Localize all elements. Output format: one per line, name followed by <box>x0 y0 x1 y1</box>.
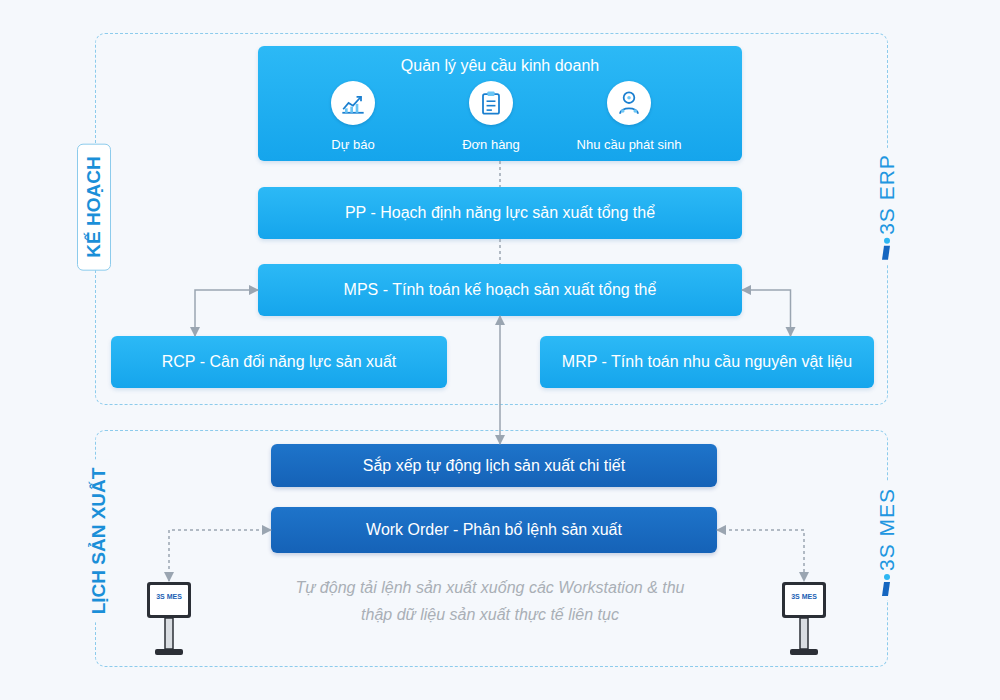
workstation-kiosk: 3S MES <box>146 581 192 657</box>
icon-label: Dự báo <box>303 137 403 152</box>
process-box: Work Order - Phân bổ lệnh sản xuất <box>271 507 717 553</box>
process-box: MRP - Tính toán nhu cầu nguyên vật liệu <box>540 336 874 388</box>
icon-circle <box>331 81 375 125</box>
process-box: RCP - Cân đối năng lực sản xuất <box>111 336 447 388</box>
system-logo: 3S ERP <box>873 148 901 264</box>
box-text: PP - Hoạch định năng lực sản xuất tổng t… <box>345 204 655 222</box>
screen-logo: 3S MES <box>781 593 827 600</box>
process-box: PP - Hoạch định năng lực sản xuất tổng t… <box>258 187 742 239</box>
business-request-box: Quản lý yêu cầu kinh doanh Dự báo Đơn hàng… <box>258 46 742 161</box>
icon-circle <box>469 81 513 125</box>
planning-group: KẾ HOẠCH3S ERPQuản lý yêu cầu kinh doanh… <box>95 33 888 405</box>
note-text: Tự động tải lệnh sản xuất xuống các Work… <box>285 574 695 628</box>
kiosk-symbol <box>781 581 827 657</box>
logo-text: 3S MES <box>875 488 899 571</box>
process-box: Sắp xếp tự động lịch sản xuất chi tiết <box>271 444 717 487</box>
logo-text: 3S ERP <box>875 154 899 235</box>
kiosk-symbol <box>146 581 192 657</box>
icon-label: Đơn hàng <box>441 137 541 152</box>
logo-icon <box>875 235 899 258</box>
icon-item: Đơn hàng <box>441 81 541 153</box>
icon-circle <box>607 81 651 125</box>
system-logo: 3S MES <box>873 482 901 600</box>
screen-logo: 3S MES <box>146 593 192 600</box>
box-text: RCP - Cân đối năng lực sản xuất <box>162 353 397 371</box>
process-box: MPS - Tính toán kế hoạch sản xuất tổng t… <box>258 264 742 316</box>
box-text: MRP - Tính toán nhu cầu nguyên vật liệu <box>562 353 852 371</box>
workstation-kiosk: 3S MES <box>781 581 827 657</box>
group-title: KẾ HOẠCH <box>77 143 111 270</box>
connector-line <box>169 530 271 581</box>
icon-label: Nhu cầu phát sinh <box>569 137 689 152</box>
logo-icon <box>875 571 899 594</box>
connector-line <box>499 239 501 264</box>
connector-line <box>195 290 258 336</box>
connector-line <box>717 530 804 581</box>
schedule-group: LỊCH SẢN XUẤT3S MESSắp xếp tự động lịch … <box>95 430 888 667</box>
connector-line <box>499 316 501 444</box>
group-title: LỊCH SẢN XUẤT <box>86 460 112 623</box>
box-text: MPS - Tính toán kế hoạch sản xuất tổng t… <box>344 281 657 299</box>
connector-line <box>499 161 501 187</box>
icon-item: Nhu cầu phát sinh <box>569 81 689 153</box>
connector-line <box>742 290 791 336</box>
box-title: Quản lý yêu cầu kinh doanh <box>258 57 742 75</box>
box-text: Work Order - Phân bổ lệnh sản xuất <box>366 521 622 539</box>
box-text: Sắp xếp tự động lịch sản xuất chi tiết <box>363 457 625 475</box>
icon-item: Dự báo <box>303 81 403 153</box>
